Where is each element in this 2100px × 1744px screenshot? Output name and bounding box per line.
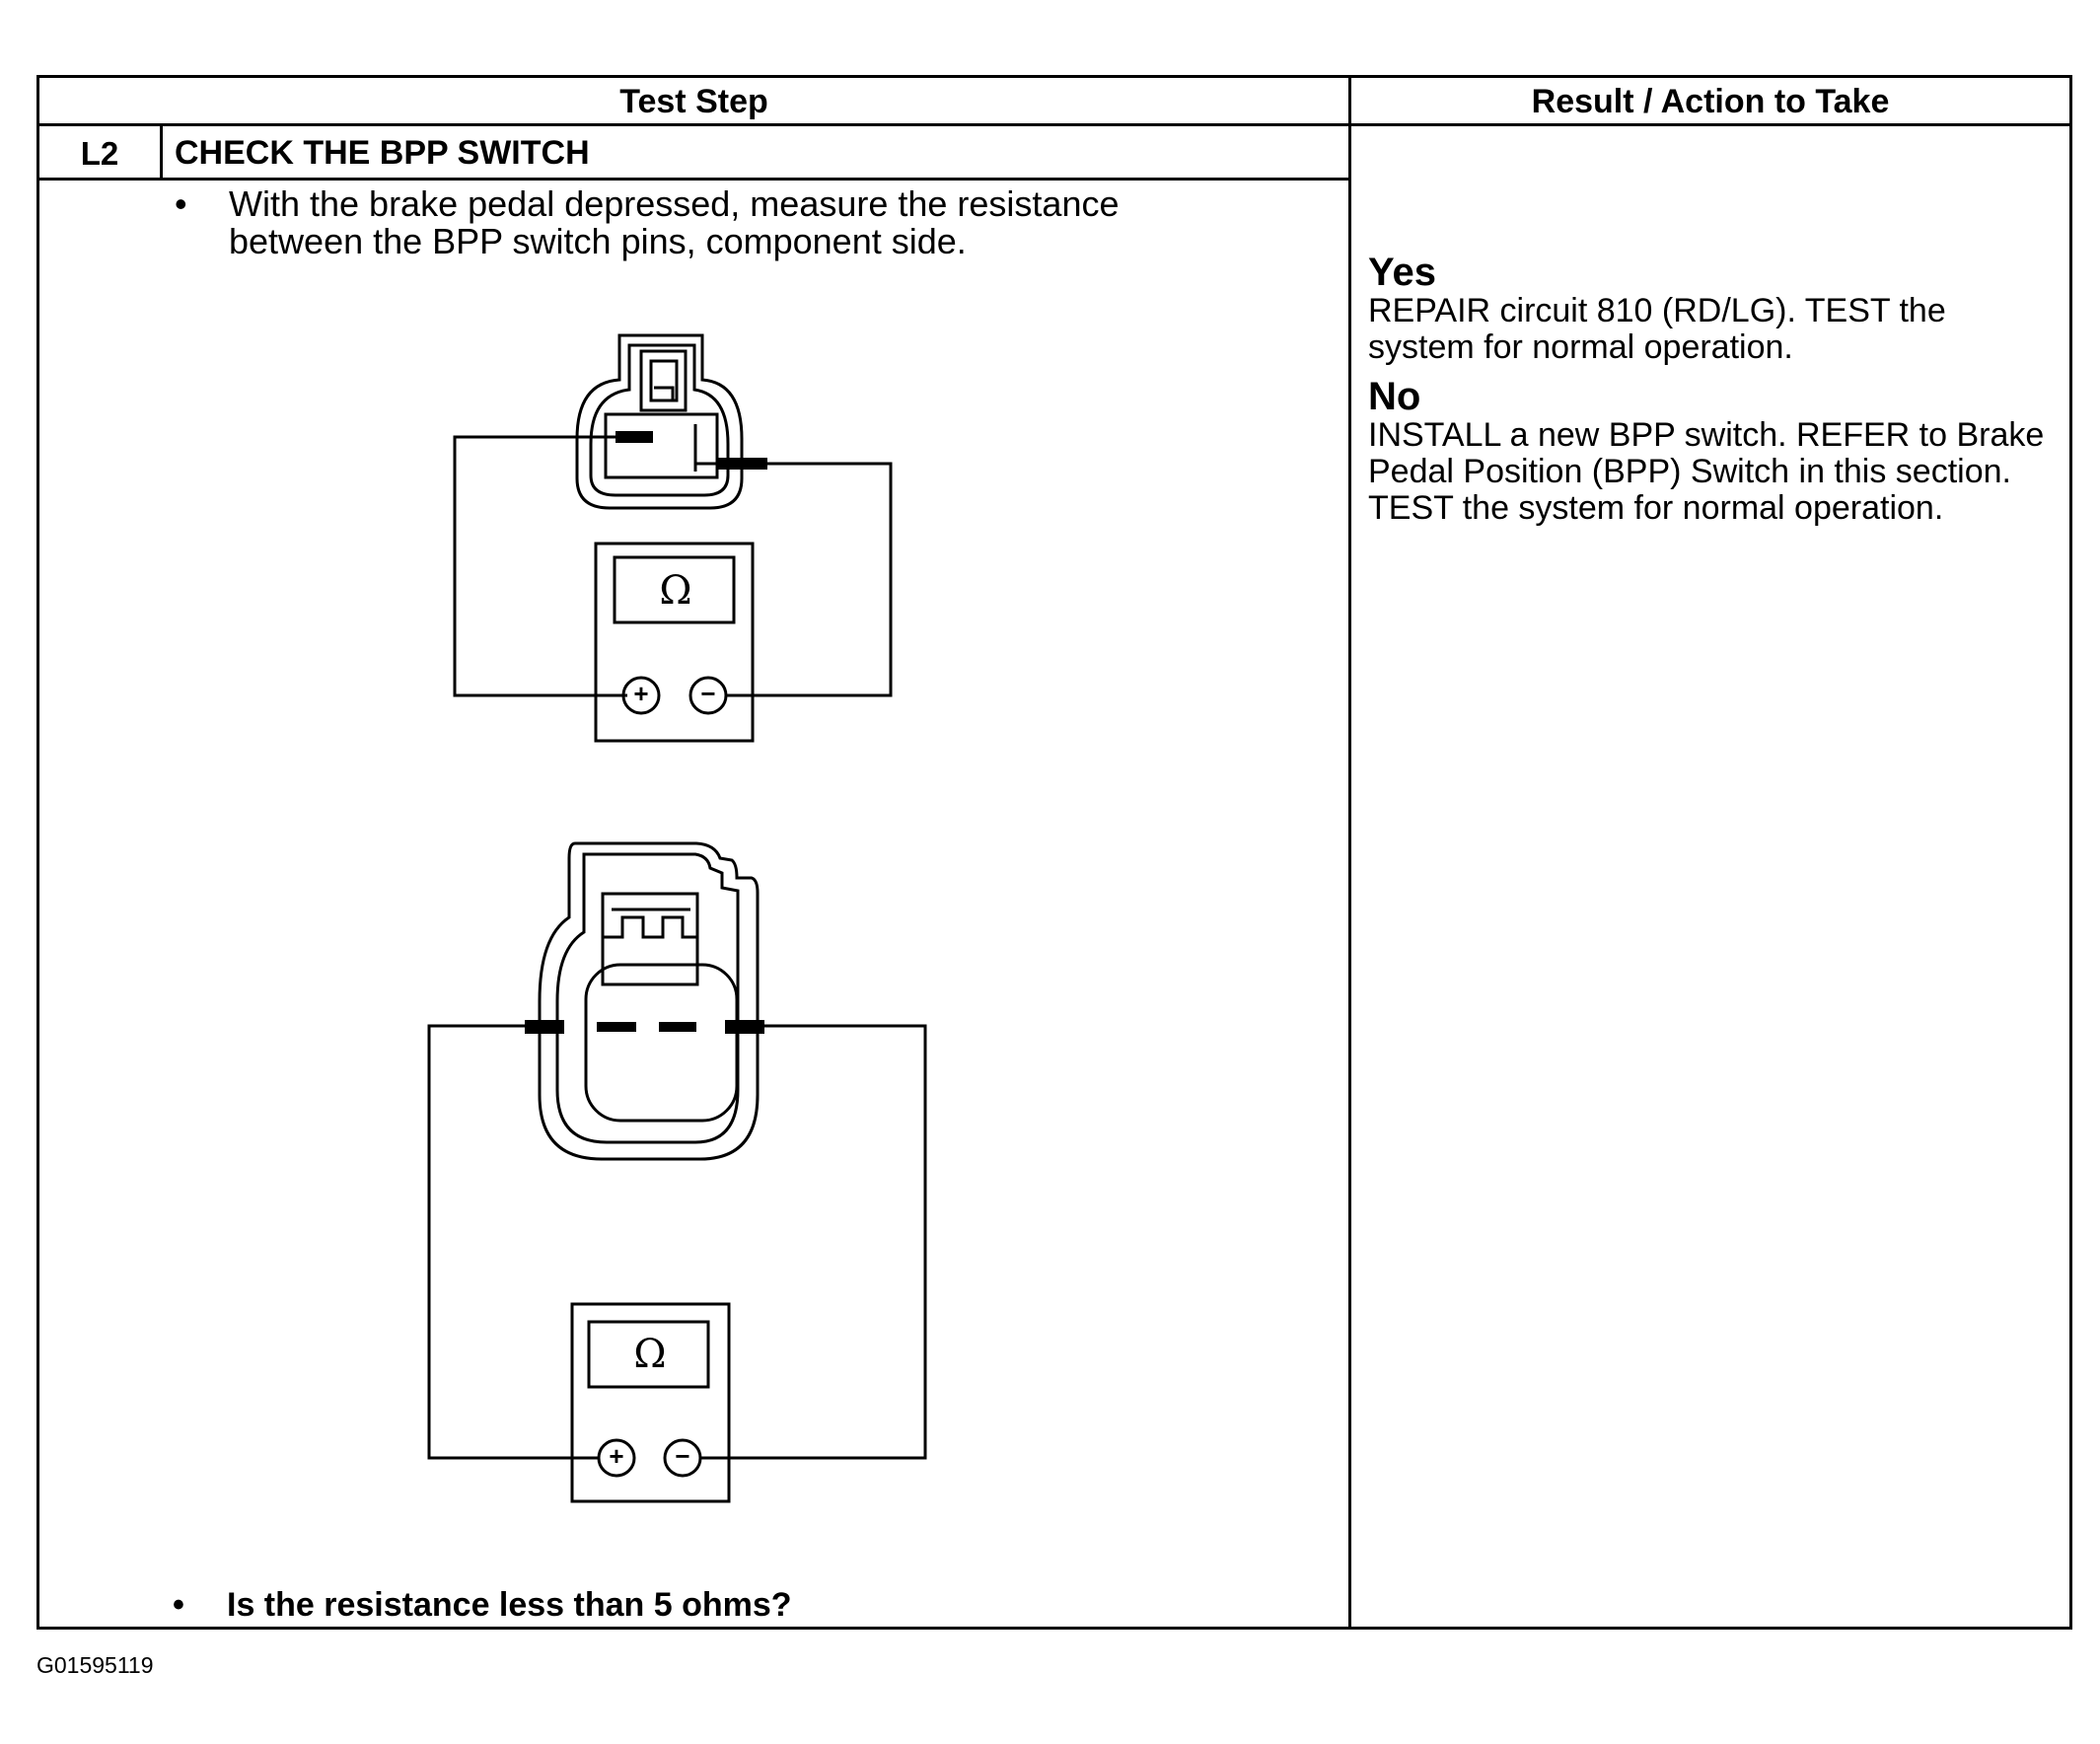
wire-minus-1	[695, 462, 893, 697]
question-text: Is the resistance less than 5 ohms?	[227, 1586, 792, 1624]
instruction-item: • With the brake pedal depressed, measur…	[175, 183, 1215, 261]
result-column: Yes REPAIR circuit 810 (RD/LG). TEST the…	[1368, 181, 2059, 527]
connector-diagram-2	[427, 841, 927, 1503]
header-test-step: Test Step	[619, 83, 768, 120]
bullet-dot: •	[173, 1586, 184, 1624]
ohmmeter-display-2	[587, 1320, 710, 1389]
wire-minus-2	[700, 1024, 927, 1460]
bullet-dot: •	[175, 183, 187, 224]
plus-symbol-1: +	[633, 679, 649, 708]
connector-shell-2	[538, 841, 760, 1161]
figure-code: G01595119	[36, 1652, 154, 1678]
ohmmeter-body-2	[570, 1302, 731, 1503]
step-id: L2	[80, 135, 119, 172]
yes-label: Yes	[1368, 251, 1436, 294]
ohmmeter-display-1	[613, 555, 736, 624]
header-result: Result / Action to Take	[1531, 83, 1890, 120]
step-row-rule	[39, 178, 1348, 181]
minus-terminal-1	[688, 676, 728, 715]
connector-shell-1	[575, 333, 744, 510]
test-step-table: Test Step Result / Action to Take L2 CHE…	[36, 75, 2072, 1630]
connector-diagram-1	[453, 333, 893, 743]
plus-symbol-2: +	[609, 1441, 624, 1471]
ohm-symbol-2: Ω	[633, 1332, 667, 1377]
no-text: INSTALL a new BPP switch. REFER to Brake…	[1368, 416, 2045, 527]
minus-symbol-2: −	[675, 1441, 690, 1471]
minus-symbol-1: −	[700, 679, 716, 708]
question-item: • Is the resistance less than 5 ohms?	[173, 1586, 1312, 1624]
ohm-symbol-1: Ω	[659, 568, 692, 614]
step-title: CHECK THE BPP SWITCH	[175, 134, 590, 172]
wire-plus-2	[427, 1024, 599, 1460]
header-rule	[39, 123, 2069, 126]
plus-terminal-1	[621, 676, 661, 715]
minus-terminal-2	[663, 1438, 702, 1478]
wire-plus-1	[453, 435, 627, 697]
plus-terminal-2	[597, 1438, 636, 1478]
ohmmeter-body-1	[594, 542, 755, 743]
yes-text: REPAIR circuit 810 (RD/LG). TEST the sys…	[1368, 292, 1946, 366]
instruction-text: With the brake pedal depressed, measure …	[229, 183, 1120, 261]
column-divider	[1348, 78, 1351, 1627]
step-id-divider	[160, 123, 163, 181]
no-label: No	[1368, 375, 1421, 418]
